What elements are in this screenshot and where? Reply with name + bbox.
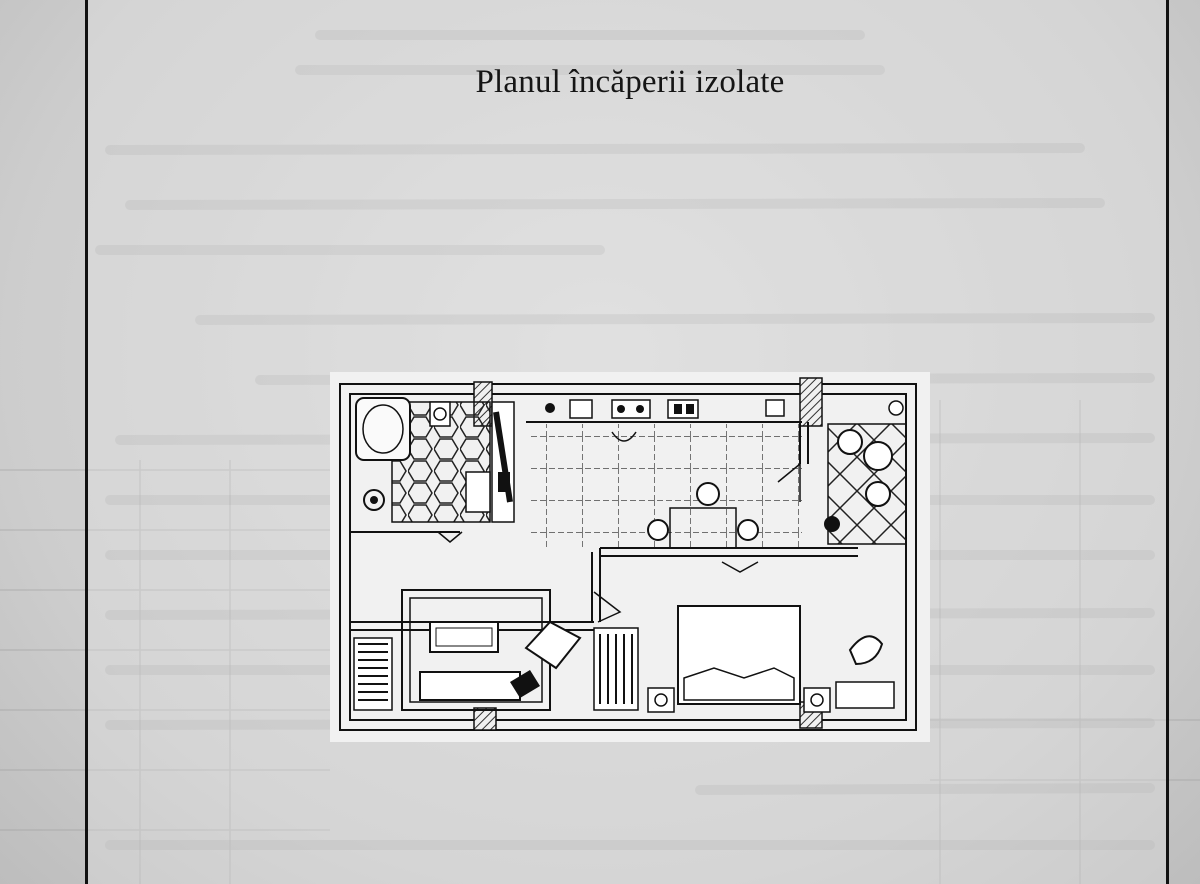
stove-icon [545, 403, 555, 413]
plant-icon [848, 635, 884, 666]
hallway-closet [491, 401, 515, 523]
wardrobe [824, 400, 907, 545]
wall-pillar [799, 377, 823, 427]
bookshelf-left [353, 637, 393, 711]
living-room [353, 589, 639, 711]
double-bed-icon [677, 605, 801, 705]
dining-chair-icon [696, 482, 720, 506]
nightstand [803, 687, 831, 713]
desk-icon [835, 681, 895, 709]
bedroom [647, 605, 895, 713]
bathtub-icon [355, 397, 411, 461]
sink-icon [465, 471, 491, 513]
coffee-table [429, 621, 499, 653]
floor-plan [330, 372, 930, 742]
nightstand [647, 687, 675, 713]
figure-title: Planul încăperii izolate [475, 64, 785, 100]
sofa-icon [419, 671, 521, 701]
wall-pillar [473, 707, 497, 731]
kitchen [526, 399, 802, 550]
washing-machine-icon [363, 489, 385, 511]
door-swings [437, 462, 801, 623]
kitchen-sink-icon [611, 399, 651, 419]
bathroom [350, 397, 491, 533]
dining-chair-icon [647, 519, 669, 541]
armchair-icon [524, 620, 582, 670]
toilet-icon [429, 401, 451, 427]
dining-chair-icon [737, 519, 759, 541]
